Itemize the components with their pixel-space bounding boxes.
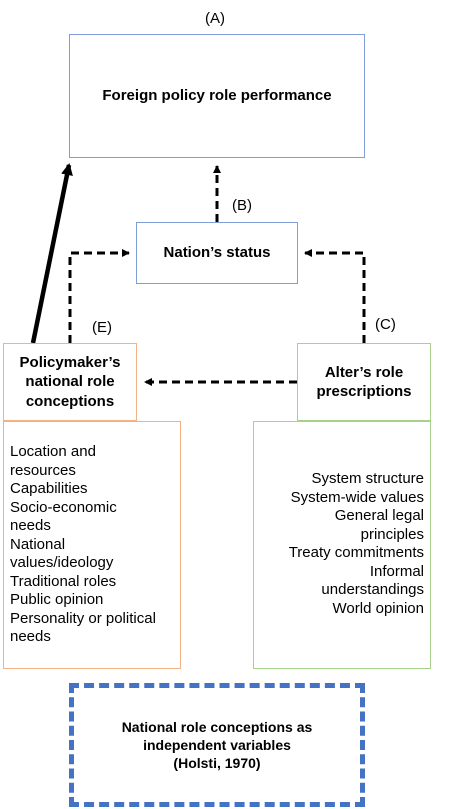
holsti-caption-box: National role conceptions as independent… [69, 683, 365, 807]
list-item: General legal [334, 507, 424, 524]
alter-box: Alter’s role prescriptions [297, 343, 431, 421]
label-e: (E) [92, 319, 112, 336]
label-c: (C) [375, 316, 396, 333]
holsti-line: National role conceptions as [121, 718, 313, 735]
list-item: Personality or political [10, 609, 156, 627]
policymaker-line: national role [25, 373, 115, 391]
list-item: Treaty commitments [288, 544, 424, 561]
holsti-line: independent variables [143, 736, 291, 753]
list-item: National [10, 535, 66, 553]
list-item: System structure [311, 470, 424, 487]
list-item: Traditional roles [10, 572, 117, 590]
list-item: needs [10, 517, 51, 534]
policymaker-box: Policymaker’s national role conceptions [3, 343, 137, 421]
policymaker-line: Policymaker’s [19, 353, 121, 371]
list-item: Socio-economic [10, 498, 117, 516]
nations-status-text: Nation’s status [163, 244, 271, 262]
external-sources-list: System structure System-wide values Gene… [253, 421, 431, 669]
domestic-sources-list: Location and resources Capabilities Soci… [3, 421, 181, 669]
list-item: Capabilities [10, 480, 88, 497]
list-item: Location and [10, 443, 96, 460]
policymaker-line: conceptions [25, 392, 115, 410]
list-item: Public opinion [10, 591, 104, 608]
label-a: (A) [205, 10, 225, 27]
list-item: principles [360, 525, 424, 543]
arrow-policymaker-to-status [68, 249, 130, 343]
list-item: World opinion [332, 599, 424, 617]
alter-line: prescriptions [316, 383, 412, 400]
arrow-alter-to-status [304, 249, 366, 343]
list-item: values/ideology [10, 554, 114, 571]
alter-line: Alter’s role [324, 363, 404, 381]
role-performance-box: Foreign policy role performance [69, 34, 365, 158]
arrow-policymaker-to-performance [30, 163, 73, 344]
list-item: System-wide values [290, 488, 424, 506]
role-performance-text: Foreign policy role performance [102, 87, 332, 105]
list-item: Informal [369, 562, 424, 580]
holsti-line: (Holsti, 1970) [173, 755, 261, 772]
list-item: resources [10, 461, 76, 479]
nations-status-box: Nation’s status [136, 222, 298, 284]
label-b: (B) [232, 197, 252, 214]
list-item: understandings [321, 581, 424, 598]
list-item: needs [10, 628, 51, 645]
